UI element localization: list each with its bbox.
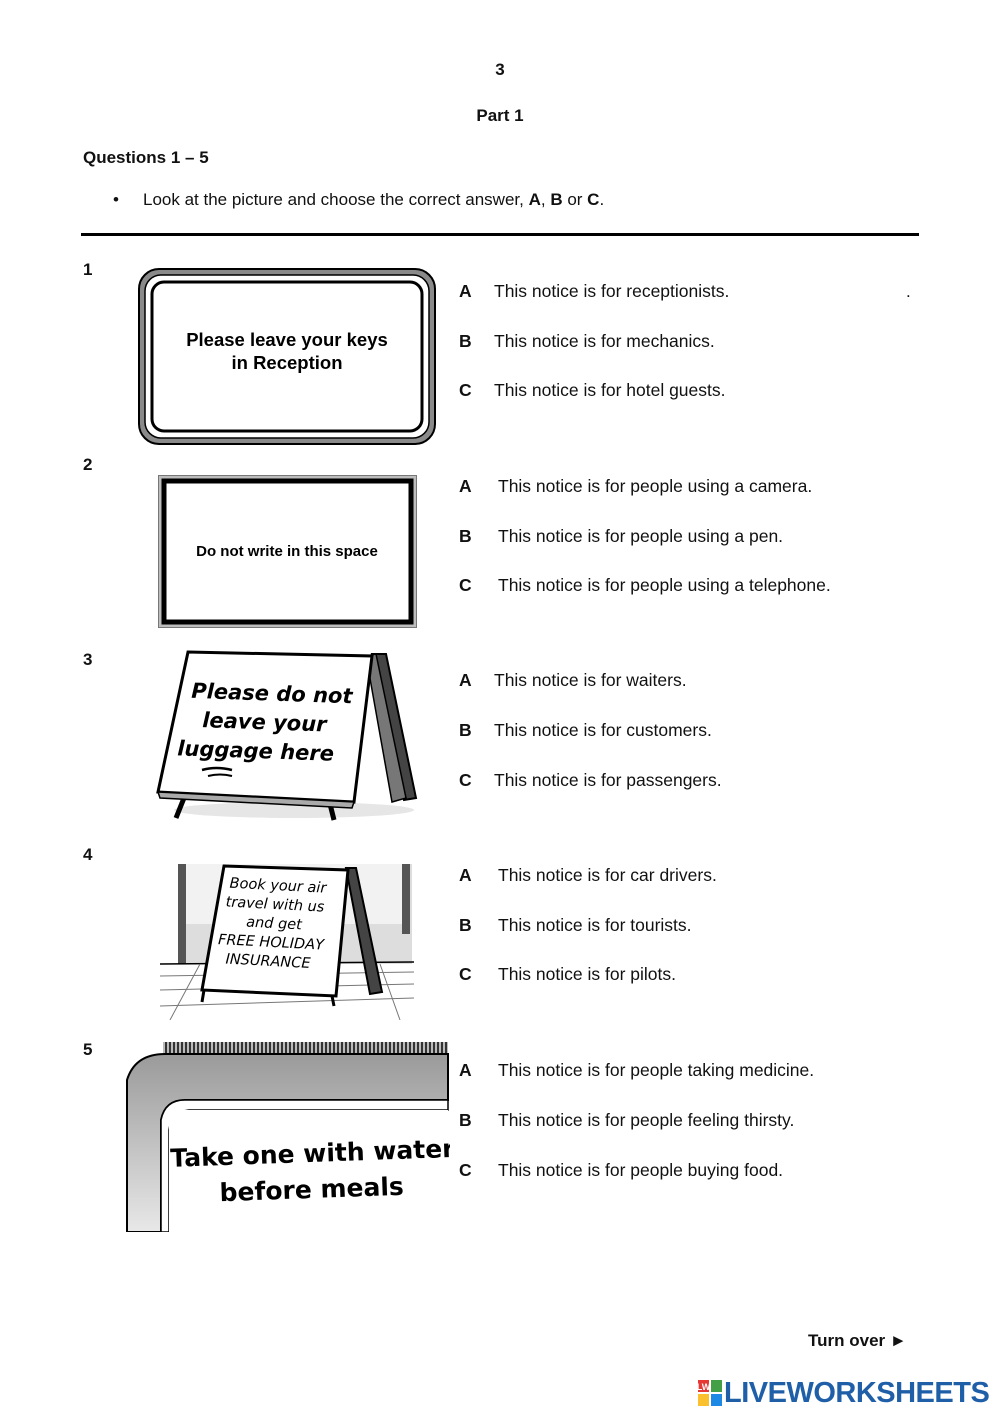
logo-letters: LW xyxy=(698,1382,711,1392)
sign-text-line: Book your air xyxy=(229,876,328,897)
sign-text-line: travel with us xyxy=(225,894,325,915)
option-letter: B xyxy=(459,720,472,740)
sign-air-travel-easel: Book your air travel with us and get FRE… xyxy=(160,864,414,1020)
question-number: 4 xyxy=(83,845,93,864)
sign-text-line: before meals xyxy=(219,1172,404,1207)
sign-text-line: Please leave your keys xyxy=(186,329,388,350)
option-text: This notice is for mechanics. xyxy=(494,331,715,351)
sign-medicine-bottle-label: Take one with water before meals xyxy=(126,1042,450,1232)
option-letter: C xyxy=(459,770,472,790)
option-text: This notice is for hotel guests. xyxy=(494,380,726,400)
part-title: Part 1 xyxy=(476,106,524,125)
option-letter: B xyxy=(459,331,472,351)
question-number: 2 xyxy=(83,455,93,474)
instruction-sep: , xyxy=(540,190,551,209)
sign-text-line: INSURANCE xyxy=(225,952,312,972)
sign-text-line: luggage here xyxy=(177,736,335,765)
instruction-a: A xyxy=(528,190,541,209)
option-letter: A xyxy=(459,865,472,885)
option-text: This notice is for pilots. xyxy=(498,964,676,984)
option-letter: C xyxy=(459,964,472,984)
option-letter: A xyxy=(459,1060,472,1080)
sign-do-not-write: Do not write in this space xyxy=(158,475,417,628)
stray-mark: . xyxy=(906,282,911,301)
option-text: This notice is for people buying food. xyxy=(498,1160,784,1180)
option-text: This notice is for people feeling thirst… xyxy=(498,1110,795,1130)
sign-keys-reception: Please leave your keys in Reception xyxy=(138,268,436,445)
instruction-end: . xyxy=(599,190,605,209)
sign-text-line: FREE HOLIDAY xyxy=(218,932,326,954)
option-letter: C xyxy=(459,575,472,595)
option-letter: C xyxy=(459,1160,472,1180)
option-text: This notice is for people using a pen. xyxy=(498,526,784,546)
option-letter: A xyxy=(459,281,472,301)
instruction: • Look at the picture and choose the corr… xyxy=(113,190,604,210)
sign-text-line: leave your xyxy=(202,708,329,736)
question-number: 3 xyxy=(83,650,93,669)
option-letter: B xyxy=(459,526,472,546)
option-text: This notice is for tourists. xyxy=(498,915,692,935)
brand-name: LIVEWORKSHEETS xyxy=(724,1376,990,1409)
option-letter: A xyxy=(459,670,472,690)
divider-rule xyxy=(81,233,919,236)
option-letter: A xyxy=(459,476,472,496)
question-number: 1 xyxy=(83,260,93,279)
option-letter: B xyxy=(459,915,472,935)
option-text: This notice is for people taking medicin… xyxy=(498,1060,815,1080)
sign-text-line: in Reception xyxy=(231,352,342,373)
option-text: This notice is for people using a teleph… xyxy=(498,575,831,595)
option-text: This notice is for receptionists. xyxy=(494,281,730,301)
sign-luggage-easel: Please do not leave your luggage here xyxy=(156,650,418,821)
instruction-b: B xyxy=(550,190,563,209)
option-text: This notice is for car drivers. xyxy=(498,865,717,885)
instruction-c: C xyxy=(587,190,600,209)
option-letter: C xyxy=(459,380,472,400)
bullet: • xyxy=(113,190,119,209)
option-letter: B xyxy=(459,1110,472,1130)
turn-over-label: Turn over ► xyxy=(808,1331,907,1350)
sign-text-line: Please do not xyxy=(191,679,354,709)
questions-heading: Questions 1 – 5 xyxy=(83,148,209,167)
page-number: 3 xyxy=(495,60,505,79)
instruction-text: Look at the picture and choose the corre… xyxy=(143,190,529,209)
sign-text-line: and get xyxy=(246,915,304,934)
liveworksheets-logo: LW LIVEWORKSHEETS xyxy=(698,1376,990,1410)
option-text: This notice is for people using a camera… xyxy=(498,476,813,496)
option-text: This notice is for passengers. xyxy=(494,770,722,790)
liveworksheets-logo-icon: LW xyxy=(698,1380,722,1406)
sign-text-line: Do not write in this space xyxy=(196,543,378,560)
option-text: This notice is for customers. xyxy=(494,720,712,740)
instruction-or: or xyxy=(562,190,588,209)
option-text: This notice is for waiters. xyxy=(494,670,687,690)
question-number: 5 xyxy=(83,1040,93,1059)
